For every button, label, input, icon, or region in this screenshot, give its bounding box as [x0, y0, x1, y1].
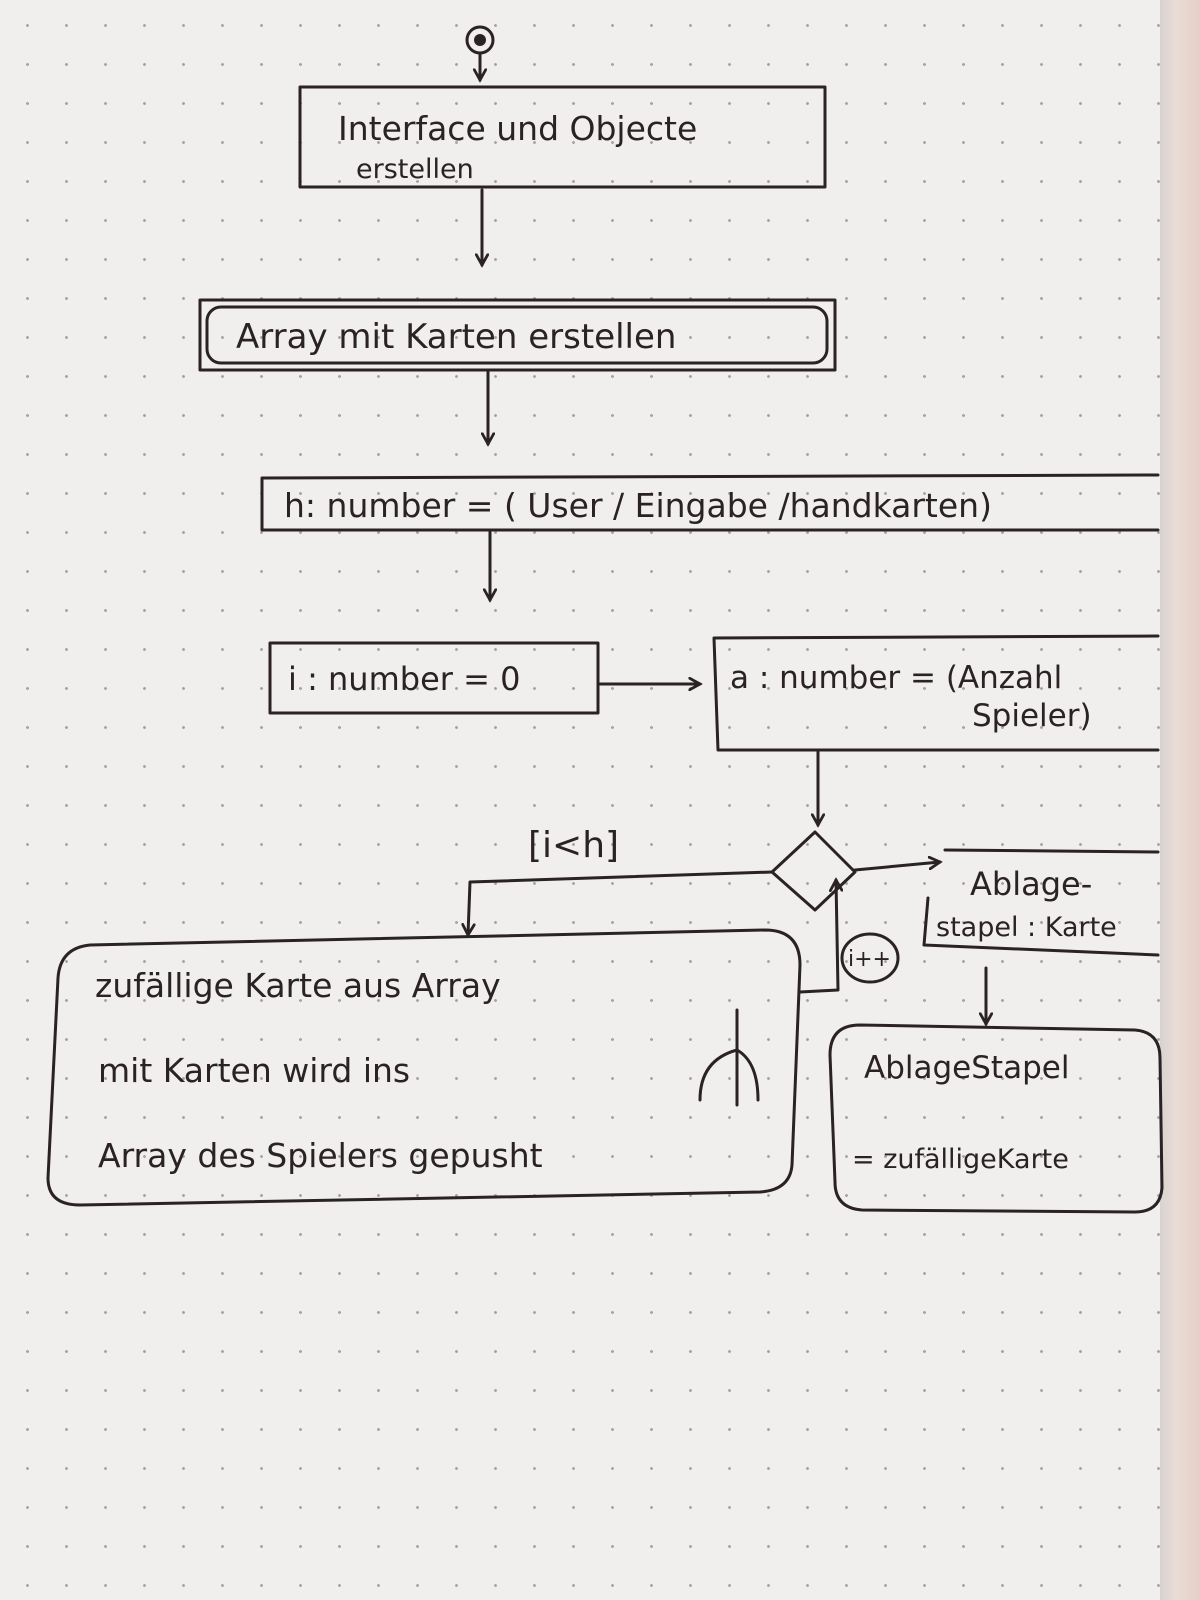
edge-loop-back — [798, 880, 838, 994]
edge-decision-to-push — [468, 870, 774, 935]
increment-label: i++ — [848, 947, 891, 972]
node-ablage: Ablage- stapel : Karte — [922, 848, 1160, 957]
node-h: h: number = ( User / Eingabe /handkarten… — [260, 473, 1160, 532]
node-assign-text-1: AblageStapel — [864, 1050, 1069, 1086]
node-init: Interface und Objecte erstellen — [298, 85, 827, 189]
increment-bubble — [840, 932, 900, 984]
node-i: i : number = 0 — [268, 641, 600, 715]
node-a: a : number = (Anzahl Spieler) — [712, 634, 1160, 752]
node-ablage-text-2: stapel : Karte — [936, 912, 1117, 943]
node-array-text: Array mit Karten erstellen — [236, 317, 676, 357]
node-push: zufällige Karte aus Array mit Karten wir… — [46, 928, 802, 1207]
node-i-text: i : number = 0 — [288, 660, 520, 698]
node-a-text-line2: Spieler) — [972, 698, 1092, 734]
node-array: Array mit Karten erstellen — [198, 298, 837, 372]
node-push-text-3: Array des Spielers gepusht — [98, 1136, 543, 1175]
node-init-text-line2: erstellen — [356, 154, 474, 185]
fork-icon — [698, 1008, 760, 1107]
node-init-text: Interface und Objecte — [338, 109, 697, 148]
decision-node — [770, 830, 857, 912]
node-push-text-1: zufällige Karte aus Array — [95, 966, 501, 1005]
node-push-text-2: mit Karten wird ins — [98, 1051, 410, 1090]
node-h-text: h: number = ( User / Eingabe /handkarten… — [284, 486, 992, 525]
node-assign-text-2: = zufälligeKarte — [852, 1144, 1069, 1175]
guard-label: [i<h] — [528, 825, 619, 866]
dotted-notebook-page — [0, 0, 1160, 1600]
edge-decision-to-ablage — [853, 862, 940, 872]
node-a-text: a : number = (Anzahl — [730, 660, 1062, 696]
notebook-page-edge — [1160, 0, 1200, 1600]
node-ablage-text-1: Ablage- — [970, 865, 1092, 903]
start-node — [465, 25, 495, 55]
node-assign: AblageStapel = zufälligeKarte — [828, 1023, 1164, 1214]
